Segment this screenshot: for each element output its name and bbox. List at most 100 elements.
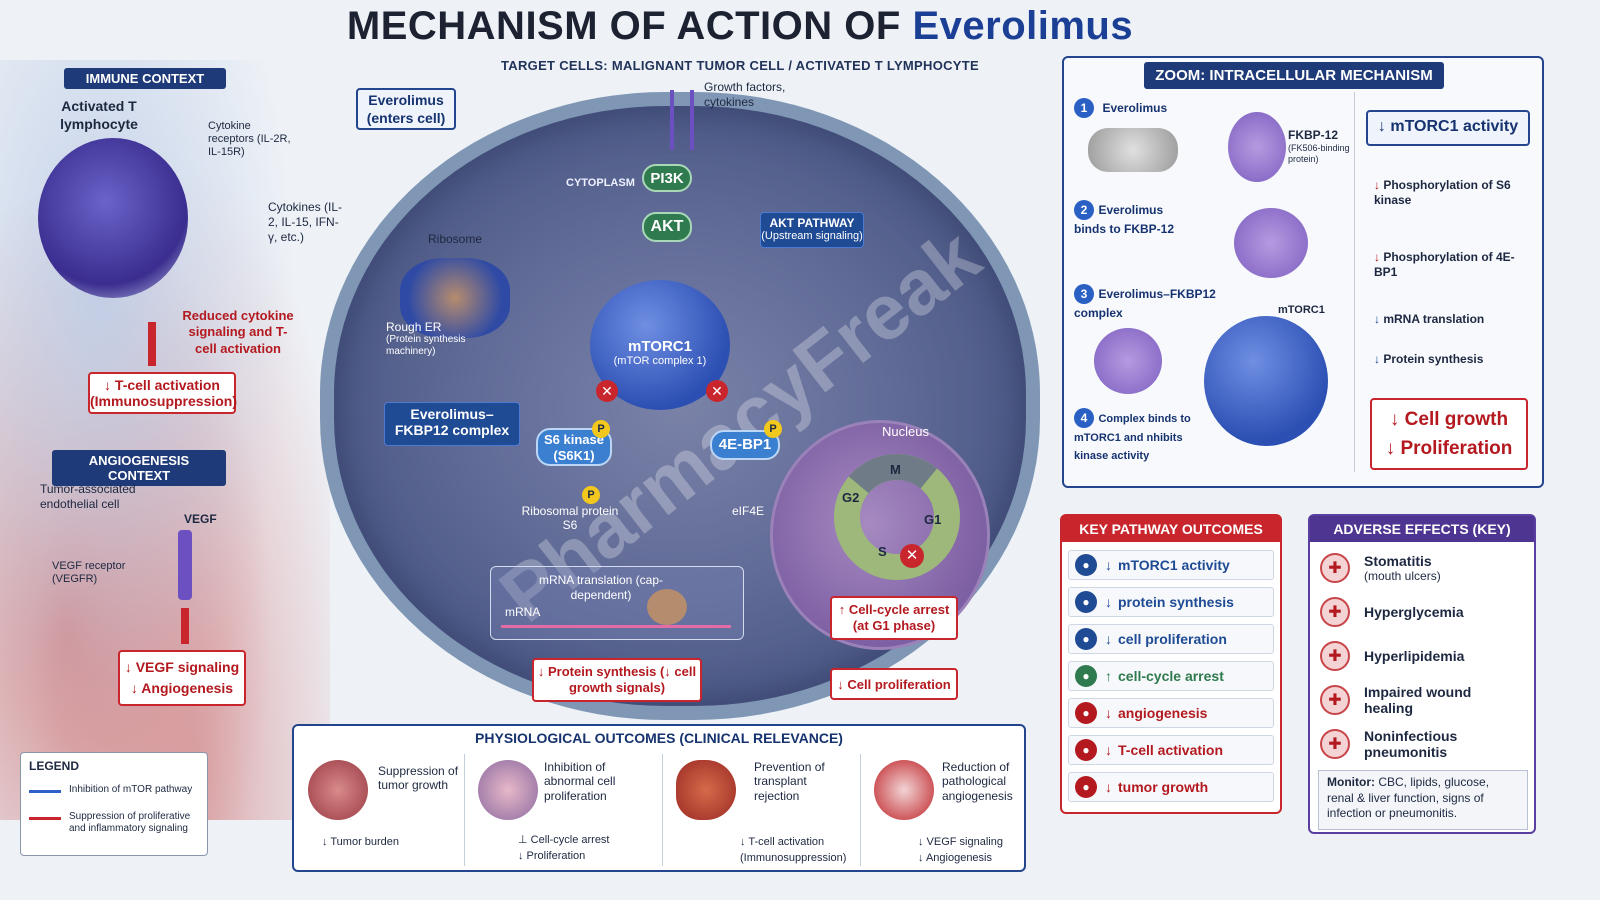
outcome-arrow-icon: ↓ (1105, 594, 1112, 610)
adverse-effect-item: ✚ Hyperglycemia (1320, 592, 1530, 632)
adverse-effects-title: ADVERSE EFFECTS (KEY) (1310, 516, 1534, 542)
cascade-step: ↓ Protein synthesis (1374, 352, 1484, 366)
outcome-icon: ● (1075, 739, 1097, 761)
fkbp12-protein-icon (1228, 112, 1286, 182)
adverse-effect-icon: ✚ (1320, 597, 1350, 627)
outcome-text: cell proliferation (1118, 631, 1227, 647)
outcome-text: protein synthesis (1118, 594, 1234, 610)
physio-item-title: Prevention of transplant rejection (754, 760, 825, 803)
down-arrow (181, 608, 189, 644)
eif4e-label: eIF4E (732, 504, 765, 518)
step-label: Everolimus (1102, 101, 1168, 115)
zoom-step-3: 3 Everolimus–FKBP12 complex (1074, 284, 1224, 322)
complex-icon (1094, 328, 1162, 394)
cell-proliferation-result: ↓ Cell proliferation (830, 668, 958, 700)
inhibit-icon: ⊥ (518, 834, 531, 846)
physio-item: Suppression of tumor growth ↓ Tumor burd… (302, 756, 470, 876)
zoom-panel-title: ZOOM: INTRACELLULAR MECHANISM (1144, 62, 1444, 89)
mrna-translation-box: mRNA translation (cap-dependent) mRNA (490, 566, 744, 640)
akt-pathway-sub: (Upstream signaling) (761, 230, 863, 243)
physio-item-result: ↓ Tumor burden (322, 836, 400, 848)
divider (860, 754, 861, 866)
step-number: 4 (1074, 408, 1094, 428)
legend-blue-label: Inhibition of mTOR pathway (69, 784, 193, 795)
phosphate-icon: P (592, 420, 610, 438)
cytokines-label: Cytokines (IL-2, IL-15, IFN-γ, etc.) (268, 200, 343, 244)
growth-factors-label: Growth factors, cytokines (704, 80, 786, 109)
endothelial-cell-label: Tumor-associated endothelial cell (40, 482, 136, 511)
everolimus-fkbp12-complex-box: Everolimus–FKBP12 complex (384, 402, 520, 446)
mrna-translation-label: mRNA translation (cap-dependent) (538, 573, 664, 602)
phase-m-label: M (890, 462, 901, 477)
adverse-effect-text: Hyperglycemia (1364, 604, 1464, 620)
growth-factor-receptor (670, 90, 694, 150)
down-arrow-icon: ↓ (1385, 437, 1401, 459)
cytokine-receptors-label: Cytokine receptors (IL-2R, IL-15R) (208, 120, 291, 159)
everolimus-molecule-icon (1088, 128, 1178, 172)
protein-synthesis-result: ↓ Protein synthesis (↓ cell growth signa… (532, 658, 702, 702)
legend-red-line (29, 817, 61, 820)
ribosomal-protein-s6-label: Ribosomal protein S6 (521, 504, 619, 533)
adverse-effect-icon: ✚ (1320, 685, 1350, 715)
phase-g2-label: G2 (842, 490, 859, 505)
phosphate-icon: P (764, 420, 782, 438)
zoom-step-2: 2 Everolimus binds to FKBP-12 (1074, 200, 1194, 238)
fkbp12-label: FKBP-12 (FK506-binding protein) (1288, 128, 1350, 164)
outcome-arrow-icon: ↓ (1105, 631, 1112, 647)
physiological-outcomes-panel: PHYSIOLOGICAL OUTCOMES (CLINICAL RELEVAN… (292, 724, 1026, 872)
physio-item-result: ⊥ Cell-cycle arrest (518, 834, 610, 846)
down-arrow-icon: ↓ (1374, 312, 1384, 326)
down-arrow (148, 322, 156, 366)
down-arrow-icon: ↓ (1374, 178, 1384, 192)
legend-box: LEGEND Inhibition of mTOR pathway Suppre… (20, 752, 208, 856)
adverse-effect-text: Impaired wound healing (1364, 684, 1472, 716)
key-outcome-row: ●↓T-cell activation (1068, 735, 1274, 765)
step-number: 2 (1074, 200, 1094, 220)
physio-item-result: ↓ T-cell activation (740, 836, 825, 848)
legend-red-label: Suppression of proliferative and inflamm… (69, 811, 191, 834)
adverse-effects-panel: ADVERSE EFFECTS (KEY) ✚ Stomatitis(mouth … (1308, 514, 1536, 834)
physio-item-result: ↓ Proliferation (518, 850, 586, 862)
outcome-text: mTORC1 activity (1118, 557, 1230, 573)
phosphate-icon: P (582, 486, 600, 504)
cell-cycle-arrest-result: ↑ Cell-cycle arrest (at G1 phase) (830, 596, 958, 640)
mrna-strand (501, 625, 731, 628)
adverse-effect-text: Hyperlipidemia (1364, 648, 1465, 664)
cascade-step: ↓ Phosphorylation of 4E-BP1 (1374, 250, 1515, 279)
page-title: MECHANISM OF ACTION OF Everolimus (346, 4, 1134, 48)
outcome-text: tumor growth (1118, 779, 1209, 795)
physio-item-title: Suppression of tumor growth (378, 764, 459, 793)
inhibition-x-icon: ✕ (706, 380, 728, 402)
physio-item: Prevention of transplant rejection ↓ T-c… (670, 756, 856, 876)
key-outcome-row: ●↓protein synthesis (1068, 587, 1274, 617)
pi3k-node: PI3K (642, 164, 692, 192)
cascade-step: ↓ Phosphorylation of S6 kinase (1374, 178, 1511, 207)
outcome-arrow-icon: ↓ (1105, 705, 1112, 721)
t-lymphocyte-cell (38, 138, 188, 298)
cell-growth-result-box: ↓ Cell growth ↓ Proliferation (1370, 398, 1528, 470)
cell-cluster-icon (478, 760, 538, 820)
step-label: Everolimus–FKBP12 complex (1074, 287, 1216, 320)
step-number: 3 (1074, 284, 1094, 304)
zoom-mtorc1-label: mTORC1 (1278, 304, 1325, 316)
phase-s-label: S (878, 544, 887, 559)
akt-node: AKT (642, 212, 692, 242)
divider (662, 754, 663, 866)
vegf-receptor (178, 530, 192, 600)
mtorc1-protein-icon (1204, 316, 1328, 446)
zoom-panel: ZOOM: INTRACELLULAR MECHANISM 1 Everolim… (1062, 56, 1544, 488)
adverse-effect-text: Stomatitis(mouth ulcers) (1364, 553, 1441, 583)
outcome-icon: ● (1075, 702, 1097, 724)
translating-ribosome (647, 589, 687, 625)
zoom-step-1: 1 Everolimus (1074, 98, 1167, 118)
key-outcome-row: ●↓cell proliferation (1068, 624, 1274, 654)
outcome-text: T-cell activation (1118, 742, 1224, 758)
physiological-outcomes-title: PHYSIOLOGICAL OUTCOMES (CLINICAL RELEVAN… (475, 730, 843, 746)
key-outcomes-panel: KEY PATHWAY OUTCOMES ●↓mTORC1 activity●↓… (1060, 514, 1282, 814)
cytoplasm-label: CYTOPLASM (566, 177, 635, 189)
immune-context-tag: IMMUNE CONTEXT (64, 68, 226, 89)
key-outcome-row: ●↓mTORC1 activity (1068, 550, 1274, 580)
bound-complex-icon (1234, 208, 1308, 278)
outcome-icon: ● (1075, 665, 1097, 687)
zoom-step-4: 4 Complex binds to mTORC1 and nhibits ki… (1074, 408, 1214, 464)
